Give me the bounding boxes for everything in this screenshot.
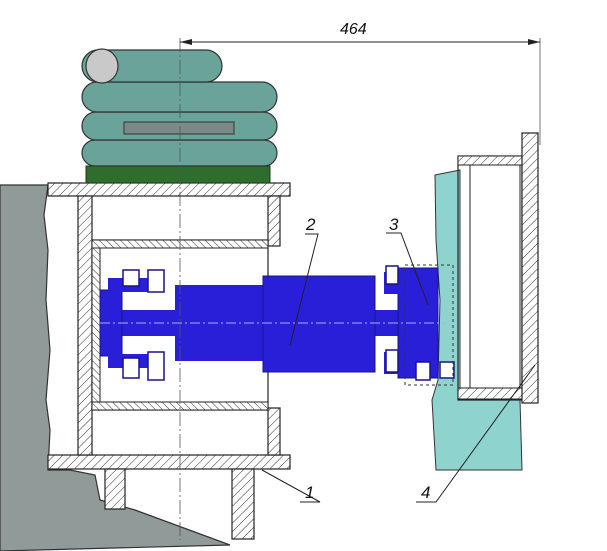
bottom-plate [47, 454, 291, 470]
bolts [122, 265, 455, 381]
shaft-assembly [99, 267, 445, 379]
body-mass [0, 184, 231, 551]
foot-right [231, 468, 255, 540]
right-channel-bottom [457, 387, 523, 400]
left-web [77, 195, 93, 456]
callout-3: 3 [389, 215, 399, 234]
leader-4 [416, 364, 536, 503]
dimension-label: 464 [340, 21, 367, 38]
callout-2: 2 [305, 215, 316, 234]
foot-left [104, 468, 126, 510]
leader-2 [289, 233, 319, 346]
top-plate [47, 182, 291, 197]
right-web-lower [267, 407, 281, 456]
coil-spring [81, 48, 278, 167]
callout-4: 4 [421, 483, 430, 502]
inner-wall [91, 247, 101, 403]
cyan-wall [431, 169, 523, 471]
leader-1 [261, 469, 321, 503]
dimension: 464 [180, 21, 540, 45]
right-channel-top [457, 155, 523, 166]
right-plate [521, 132, 539, 404]
spring-pad [85, 165, 271, 184]
leader-3 [386, 232, 429, 306]
right-web-upper [267, 195, 281, 247]
spring-wire-end [85, 48, 119, 84]
callout-1: 1 [305, 483, 314, 502]
right-channel-inner [469, 164, 521, 389]
